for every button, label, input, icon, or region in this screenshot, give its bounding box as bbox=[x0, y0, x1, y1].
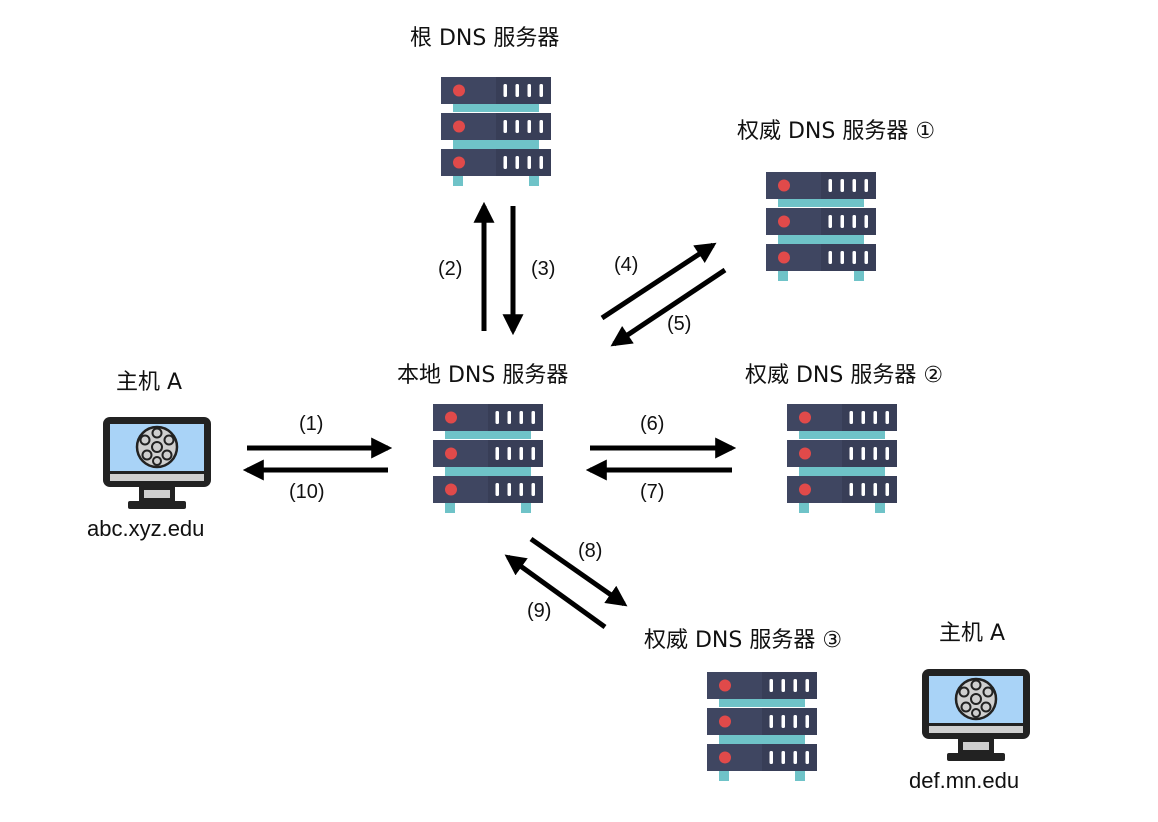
authoritative-dns-server-2-label: 权威 DNS 服务器 ② bbox=[745, 363, 944, 388]
step-label-4: (4) bbox=[614, 254, 639, 276]
host-a-computer-icon bbox=[101, 415, 213, 511]
arrow-step-9 bbox=[504, 554, 607, 630]
authoritative-dns-server-3-icon bbox=[707, 671, 817, 783]
local-dns-server-label: 本地 DNS 服务器 bbox=[397, 363, 569, 388]
authoritative-dns-server-3-label: 权威 DNS 服务器 ③ bbox=[644, 628, 843, 653]
host-a-label: 主机 A bbox=[116, 370, 183, 395]
step-label-3: (3) bbox=[531, 258, 556, 280]
host-b-computer-icon bbox=[920, 667, 1032, 763]
step-label-10: (10) bbox=[289, 481, 325, 503]
authoritative-dns-server-1-label: 权威 DNS 服务器 ① bbox=[737, 119, 936, 144]
host-a-hostname: abc.xyz.edu bbox=[87, 516, 205, 541]
local-dns-server-icon bbox=[433, 403, 543, 515]
root-dns-server-label: 根 DNS 服务器 bbox=[410, 26, 560, 51]
root-dns-server-icon bbox=[441, 76, 551, 188]
authoritative-dns-server-2-icon bbox=[787, 403, 897, 515]
step-label-7: (7) bbox=[640, 481, 665, 503]
step-label-1: (1) bbox=[299, 413, 324, 435]
step-label-8: (8) bbox=[578, 540, 603, 562]
step-label-2: (2) bbox=[438, 258, 463, 280]
step-label-6: (6) bbox=[640, 413, 665, 435]
authoritative-dns-server-1-icon bbox=[766, 171, 876, 283]
host-b-hostname: def.mn.edu bbox=[909, 768, 1020, 793]
host-b-label: 主机 A bbox=[939, 621, 1006, 646]
step-label-5: (5) bbox=[667, 313, 692, 335]
step-label-9: (9) bbox=[527, 600, 552, 622]
